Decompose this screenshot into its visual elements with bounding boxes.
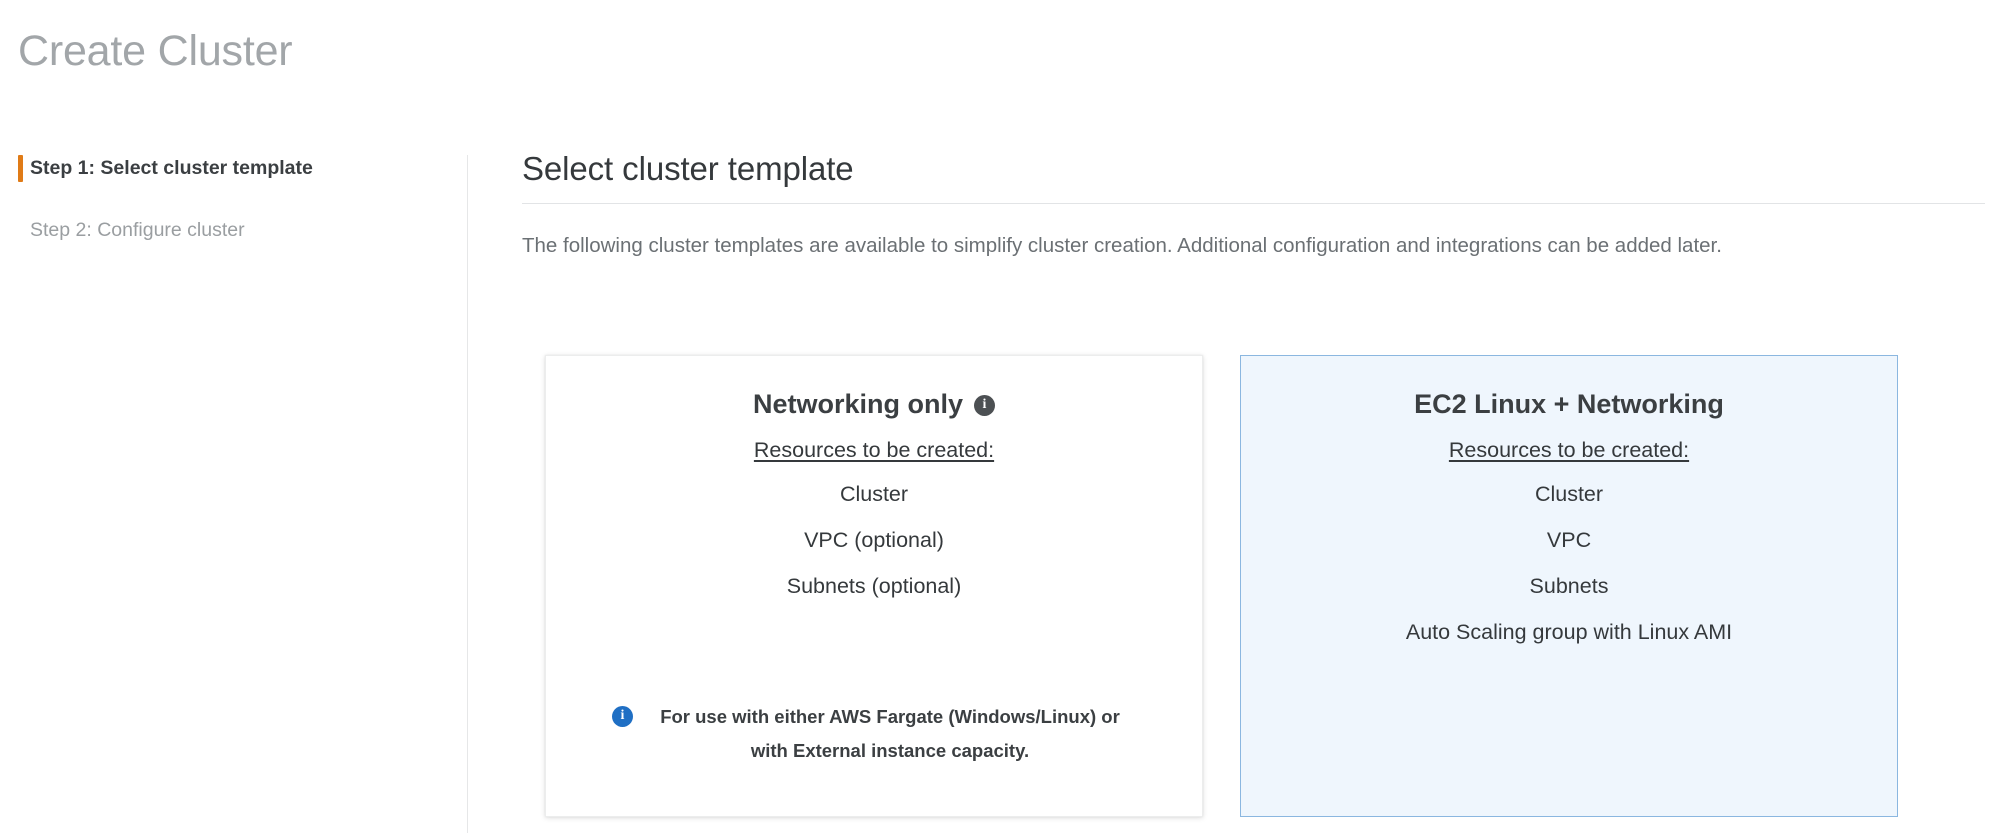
step-nav-item-1[interactable]: Step 1: Select cluster template [0,148,468,188]
resource-item: Cluster [839,482,909,506]
template-card-note: i For use with either AWS Fargate (Windo… [594,700,1154,796]
step-navigation: Step 1: Select cluster template Step 2: … [0,148,468,250]
step-nav-item-1-label: Step 1: Select cluster template [30,157,313,179]
resources-label: Resources to be created: [753,438,995,462]
resource-item: Auto Scaling group with Linux AMI [1405,620,1733,644]
step-nav-item-2-label: Step 2: Configure cluster [30,219,245,241]
resource-item: VPC [1546,528,1592,552]
resource-item: Subnets [1529,574,1609,598]
step-nav-item-2[interactable]: Step 2: Configure cluster [0,210,468,250]
template-card-list: Networking only i Resources to be create… [545,355,1898,817]
section-heading-rule [522,202,1985,204]
template-card-ec2-linux-networking[interactable]: EC2 Linux + Networking Resources to be c… [1240,355,1898,817]
page-title: Create Cluster [18,27,293,75]
section-heading: Select cluster template [522,150,854,187]
resource-item: Subnets (optional) [786,574,962,598]
nav-content-divider [467,155,468,833]
resource-list: Cluster VPC (optional) Subnets (optional… [570,471,1178,609]
info-icon[interactable]: i [974,394,995,416]
resource-item: Cluster [1534,482,1604,506]
template-card-title-row: Networking only i [753,382,995,426]
resource-item: VPC (optional) [804,528,944,552]
template-card-title: Networking only [752,389,963,419]
resource-list: Cluster VPC Subnets Auto Scaling group w… [1265,471,1873,655]
main-content: Select cluster template The following cl… [522,150,1985,265]
template-card-title-row: EC2 Linux + Networking [1414,382,1724,426]
template-card-networking-only[interactable]: Networking only i Resources to be create… [545,355,1203,817]
template-card-title: EC2 Linux + Networking [1414,389,1724,419]
info-icon-blue: i [612,706,633,727]
resources-label: Resources to be created: [1448,438,1690,462]
template-card-note-text: For use with either AWS Fargate (Windows… [660,706,1120,761]
active-step-accent-bar [18,155,23,182]
section-description: The following cluster templates are avai… [522,233,1722,257]
